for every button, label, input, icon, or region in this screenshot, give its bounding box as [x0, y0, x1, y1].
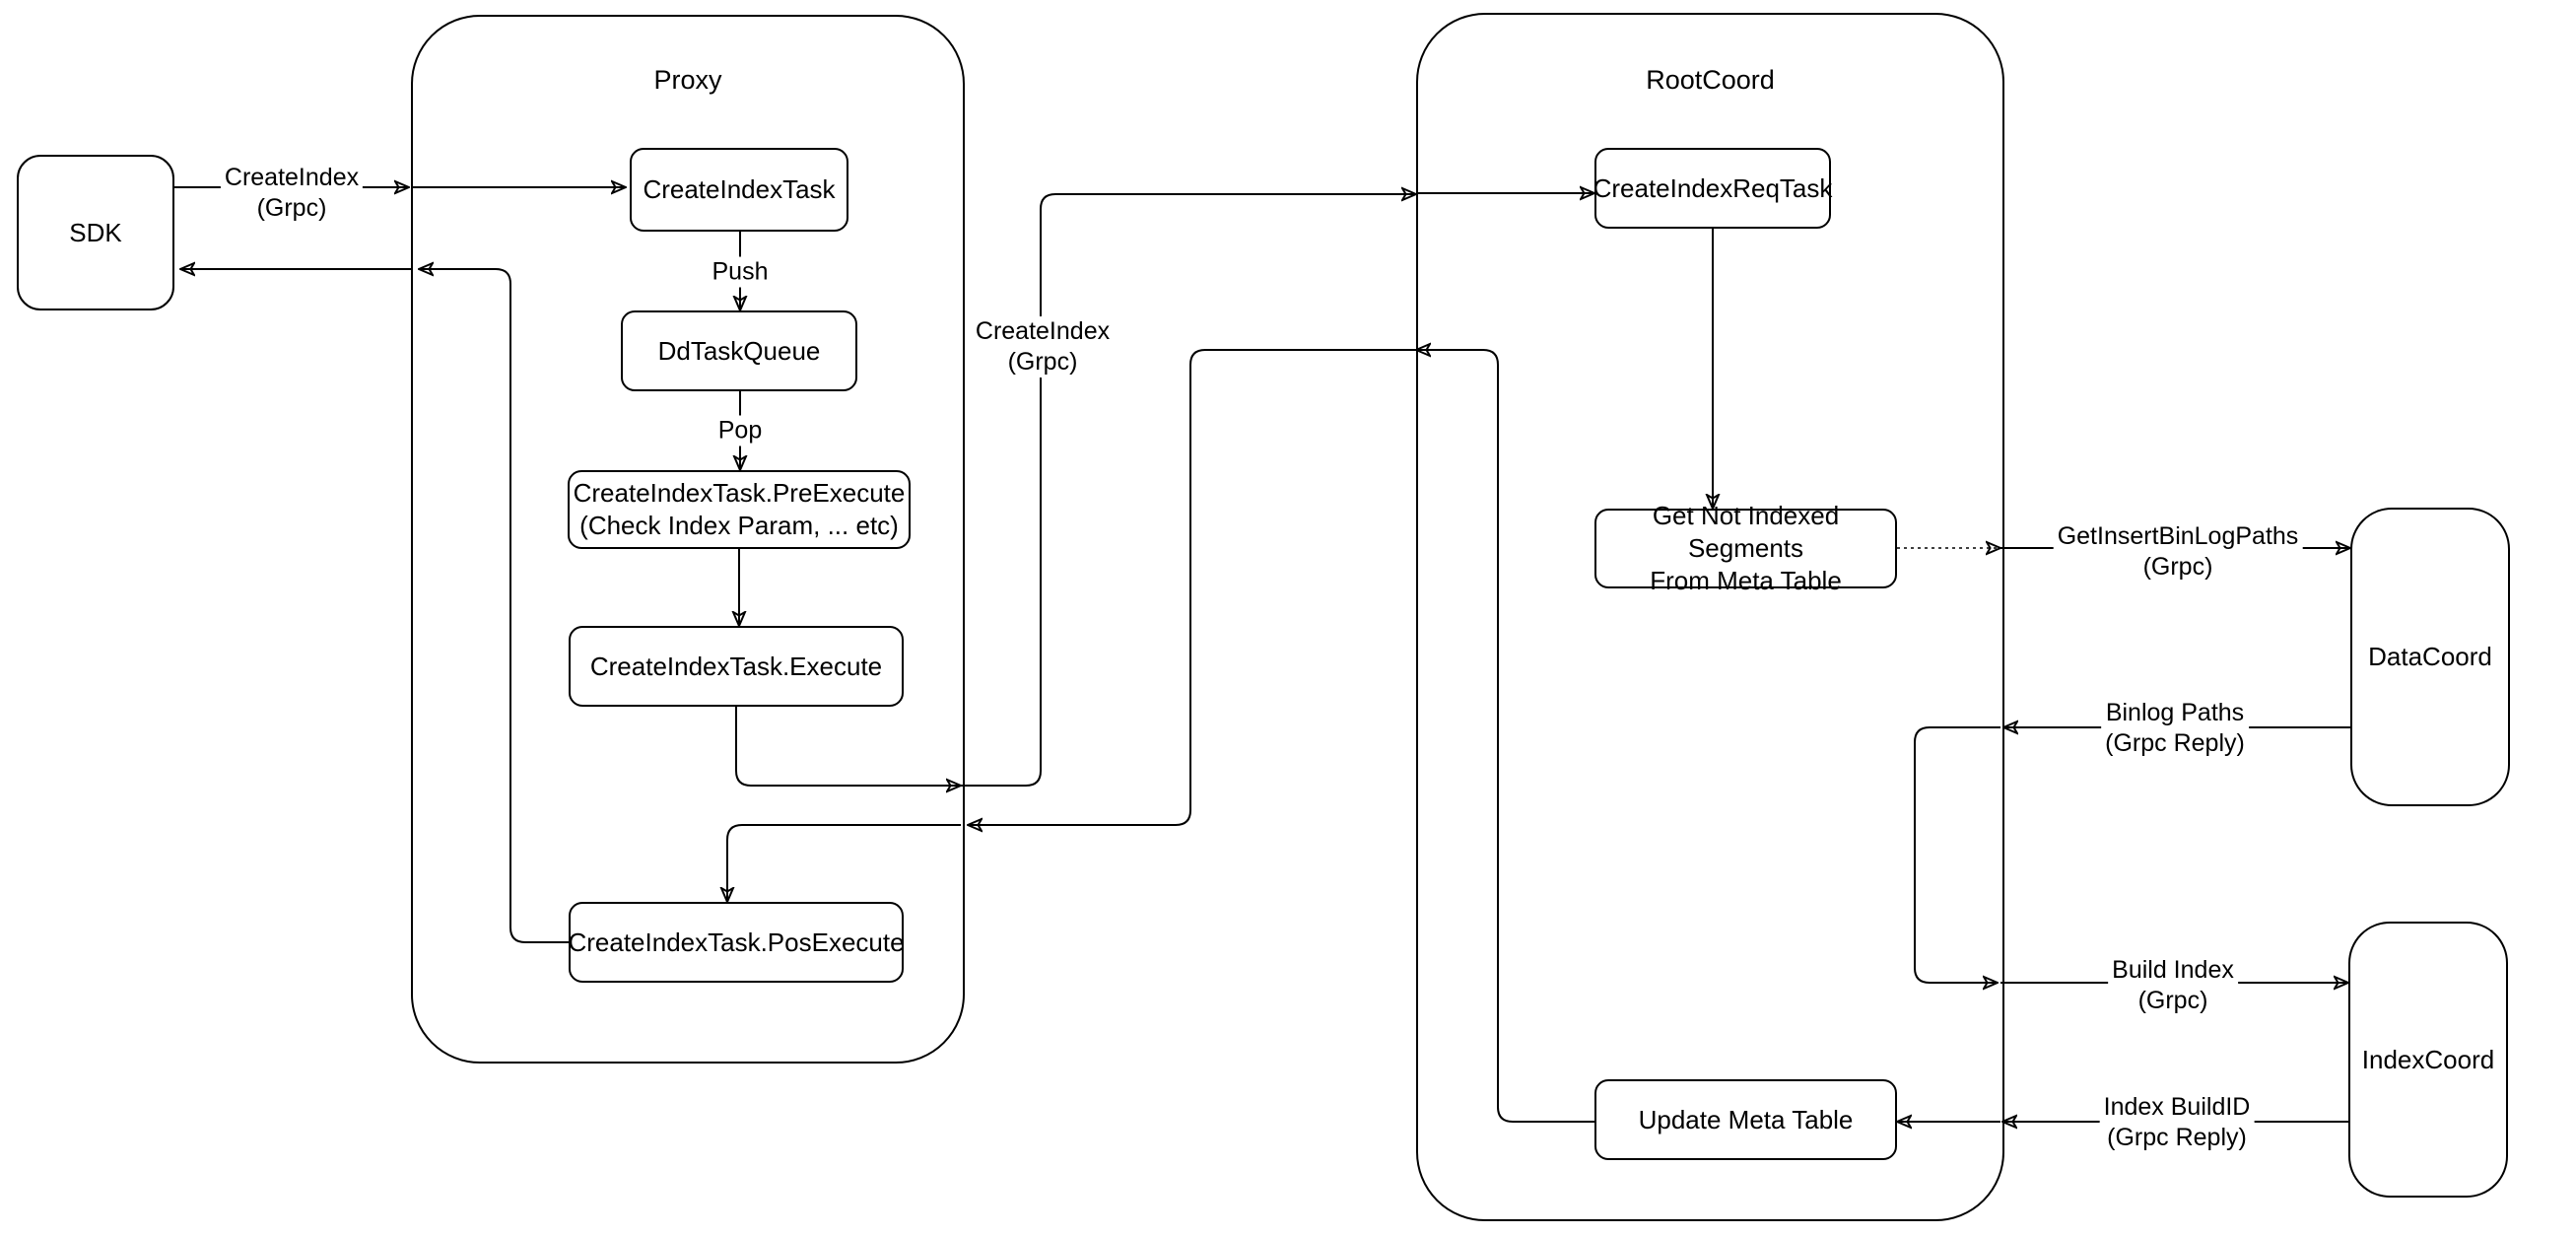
edge-label-line: Index BuildID: [2099, 1092, 2255, 1123]
edge-label-pop: Pop: [713, 415, 767, 446]
node-pre-execute: CreateIndexTask.PreExecute (Check Index …: [568, 470, 911, 549]
node-execute: CreateIndexTask.Execute: [569, 626, 904, 707]
node-get-not-indexed-segments: Get Not Indexed Segments From Meta Table: [1594, 501, 1897, 595]
node-indexcoord: IndexCoord: [2348, 922, 2508, 1198]
edge-label-line: Push: [708, 256, 773, 288]
edge-label-push: Push: [708, 256, 773, 288]
node-datacoord-label: DataCoord: [2368, 642, 2492, 671]
node-pos-execute: CreateIndexTask.PosExecute: [568, 902, 905, 983]
edge-execute-out: [735, 707, 961, 786]
node-create-index-task-label: CreateIndexTask: [643, 174, 836, 204]
node-get-not-indexed-line1: Get Not Indexed Segments: [1652, 501, 1840, 563]
edge-label-line: GetInsertBinLogPaths: [2053, 521, 2303, 552]
edge-label-proxy-create-index: CreateIndex (Grpc): [971, 316, 1115, 378]
node-sdk: SDK: [17, 155, 174, 310]
edge-label-build-index: Build Index (Grpc): [2108, 955, 2238, 1016]
container-proxy: Proxy: [411, 15, 965, 1064]
node-get-not-indexed-line2: From Meta Table: [1650, 566, 1842, 595]
node-pos-execute-label: CreateIndexTask.PosExecute: [568, 927, 905, 957]
edge-into-posexecute: [727, 824, 961, 902]
node-update-meta-table: Update Meta Table: [1594, 1079, 1897, 1160]
edge-label-line: (Grpc): [2108, 986, 2238, 1016]
edge-label-index-buildid: Index BuildID (Grpc Reply): [2099, 1092, 2255, 1153]
node-datacoord: DataCoord: [2350, 508, 2510, 806]
edge-label-line: CreateIndex: [971, 316, 1115, 347]
edge-label-line: Binlog Paths: [2101, 698, 2249, 728]
edge-label-line: CreateIndex: [220, 163, 364, 193]
edge-binlog-to-buildindex: [1914, 726, 2000, 983]
node-create-index-req-task-label: CreateIndexReqTask: [1593, 172, 1833, 203]
node-dd-task-queue: DdTaskQueue: [621, 310, 857, 391]
node-sdk-label: SDK: [69, 217, 122, 247]
edge-label-line: Build Index: [2108, 955, 2238, 986]
edge-label-sdk-create-index: CreateIndex (Grpc): [220, 163, 364, 224]
node-indexcoord-label: IndexCoord: [2361, 1044, 2495, 1074]
edge-label-line: (Grpc): [2053, 552, 2303, 583]
edge-label-line: (Grpc Reply): [2099, 1123, 2255, 1153]
edge-label-get-insert-binlog-paths: GetInsertBinLogPaths (Grpc): [2053, 521, 2303, 583]
edge-createindex-up: [961, 194, 1416, 787]
edge-label-line: (Grpc): [220, 193, 364, 224]
edge-label-binlog-paths: Binlog Paths (Grpc Reply): [2101, 698, 2249, 759]
edge-label-line: (Grpc): [971, 347, 1115, 378]
node-create-index-task: CreateIndexTask: [630, 148, 848, 232]
node-execute-label: CreateIndexTask.Execute: [589, 651, 883, 681]
node-create-index-req-task: CreateIndexReqTask: [1593, 148, 1833, 229]
edge-posexecute-out: [419, 269, 569, 943]
edge-label-line: Pop: [713, 415, 767, 446]
edge-updatemeta-out: [1416, 350, 1594, 1123]
container-rootcoord: RootCoord: [1416, 13, 2004, 1221]
node-pre-execute-line2: (Check Index Param, ... etc): [579, 511, 899, 540]
edge-label-line: (Grpc Reply): [2101, 728, 2249, 759]
edge-return-to-proxy: [968, 349, 1416, 825]
container-rootcoord-title: RootCoord: [1646, 65, 1775, 95]
node-pre-execute-line1: CreateIndexTask.PreExecute: [573, 478, 906, 508]
container-proxy-title: Proxy: [653, 65, 722, 95]
node-update-meta-table-label: Update Meta Table: [1638, 1104, 1854, 1134]
node-dd-task-queue-label: DdTaskQueue: [657, 335, 821, 366]
